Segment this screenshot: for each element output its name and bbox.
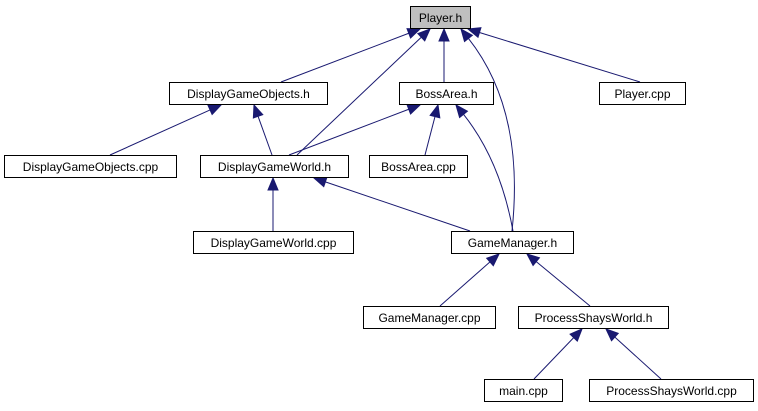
node-displaygameworld-cpp[interactable]: DisplayGameWorld.cpp <box>193 231 354 254</box>
node-gamemanager-h[interactable]: GameManager.h <box>451 231 574 254</box>
node-displaygameobjects-cpp[interactable]: DisplayGameObjects.cpp <box>4 155 177 178</box>
edge-line <box>325 181 471 232</box>
node-box <box>599 82 686 105</box>
edge-gamemanager_h-to-bossarea_h <box>455 103 514 232</box>
node-box <box>518 306 669 329</box>
edge-gamemanager_cpp-to-gamemanager_h <box>439 253 500 307</box>
node-label: ProcessShaysWorld.h <box>535 311 653 325</box>
node-label: BossArea.h <box>415 87 477 101</box>
edge-displaygameworld_h-to-bossarea_h <box>288 104 422 156</box>
edge-line <box>109 109 211 156</box>
edge-gamemanager_h-to-player_h <box>460 27 515 232</box>
node-box <box>193 231 354 254</box>
edge-displaygameworld_cpp-to-displaygameworld_h <box>267 176 279 231</box>
node-player-cpp[interactable]: Player.cpp <box>599 82 686 105</box>
arrowhead-icon <box>460 27 474 43</box>
arrowhead-icon <box>485 253 500 267</box>
arrowhead-icon <box>406 104 422 115</box>
edge-line <box>288 108 409 156</box>
node-label: DisplayGameWorld.h <box>218 160 331 174</box>
edge-player_cpp-to-player_h <box>466 27 641 83</box>
arrowhead-icon <box>252 103 264 119</box>
edge-line <box>614 336 662 380</box>
node-box <box>589 379 754 402</box>
arrowhead-icon <box>312 176 328 188</box>
arrowhead-icon <box>438 27 450 42</box>
edge-line <box>280 32 409 83</box>
node-label: BossArea.cpp <box>381 160 456 174</box>
node-displaygameobjects-h[interactable]: DisplayGameObjects.h <box>169 82 328 105</box>
node-processshaysworld-h[interactable]: ProcessShaysWorld.h <box>518 306 669 329</box>
node-main-cpp[interactable]: main.cpp <box>484 379 563 402</box>
edge-line <box>533 337 575 380</box>
node-label: GameManager.h <box>468 236 557 250</box>
edge-line <box>439 261 491 307</box>
node-label: DisplayGameObjects.h <box>187 87 310 101</box>
edge-bossarea_h-to-player_h <box>438 27 450 82</box>
edge-processshaysworld_h-to-gamemanager_h <box>525 253 591 307</box>
node-bossarea-cpp[interactable]: BossArea.cpp <box>369 155 468 178</box>
arrowhead-icon <box>466 27 482 39</box>
node-label: Player.cpp <box>614 87 670 101</box>
arrowhead-icon <box>525 253 541 267</box>
node-displaygameworld-h[interactable]: DisplayGameWorld.h <box>200 155 349 178</box>
node-box <box>200 155 349 178</box>
node-box <box>169 82 328 105</box>
node-box <box>4 155 177 178</box>
edge-line <box>257 116 273 156</box>
edge-gamemanager_h-to-displaygameworld_h <box>312 176 471 232</box>
edge-displaygameworld_h-to-displaygameobjects_h <box>252 103 273 156</box>
arrowhead-icon <box>569 328 583 342</box>
node-box <box>363 306 496 329</box>
node-player-h[interactable]: Player.h <box>410 6 471 29</box>
arrowhead-icon <box>455 103 469 119</box>
node-box <box>484 379 563 402</box>
node-label: ProcessShaysWorld.cpp <box>606 384 737 398</box>
edge-displaygameobjects_cpp-to-displaygameobjects_h <box>109 104 223 156</box>
node-box <box>451 231 574 254</box>
edge-line <box>535 261 591 307</box>
node-processshaysworld-cpp[interactable]: ProcessShaysWorld.cpp <box>589 379 754 402</box>
arrowhead-icon <box>429 103 441 119</box>
edges-layer <box>109 27 662 380</box>
edge-line <box>296 36 422 156</box>
node-label: DisplayGameWorld.cpp <box>211 236 337 250</box>
edge-line <box>424 116 436 156</box>
node-gamemanager-cpp[interactable]: GameManager.cpp <box>363 306 496 329</box>
arrowhead-icon <box>605 328 620 342</box>
node-box <box>399 82 494 105</box>
edge-displaygameworld_h-to-player_h <box>296 28 431 156</box>
node-bossarea-h[interactable]: BossArea.h <box>399 82 494 105</box>
node-box <box>410 6 471 29</box>
node-box <box>369 155 468 178</box>
node-label: DisplayGameObjects.cpp <box>23 160 159 174</box>
edge-line <box>479 32 641 83</box>
node-label: Player.h <box>419 11 462 25</box>
arrowhead-icon <box>267 176 279 191</box>
arrowhead-icon <box>207 104 223 116</box>
edge-line <box>463 114 514 232</box>
node-label: GameManager.cpp <box>378 311 480 325</box>
arrowhead-icon <box>416 28 431 42</box>
edge-main_cpp-to-processshaysworld_h <box>533 328 583 380</box>
edge-displaygameobjects_h-to-player_h <box>280 28 422 83</box>
edge-bossarea_cpp-to-bossarea_h <box>424 103 441 156</box>
edge-line <box>468 38 515 232</box>
edge-processshaysworld_cpp-to-processshaysworld_h <box>605 328 662 380</box>
node-label: main.cpp <box>499 384 548 398</box>
